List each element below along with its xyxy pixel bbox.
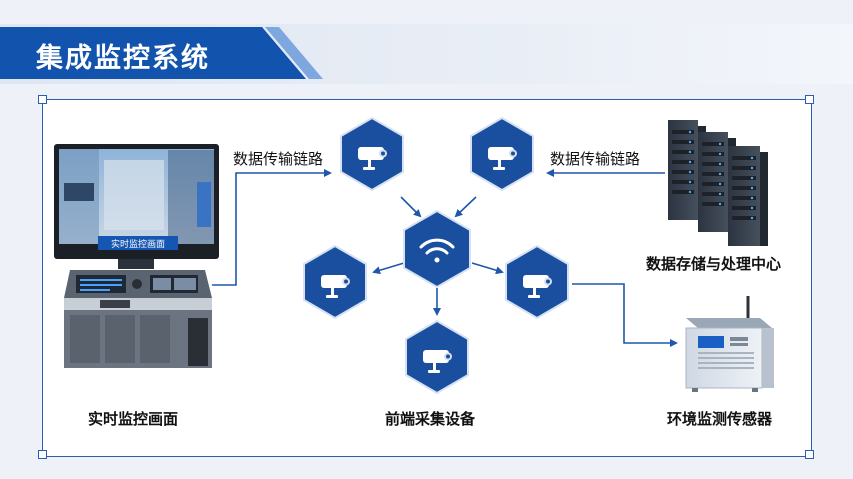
page-title: 集成监控系统 <box>36 43 210 74</box>
storage-center-label: 数据存储与处理中心 <box>646 255 782 273</box>
front-end-label: 前端采集设备 <box>385 410 476 428</box>
frame-corner <box>805 95 814 104</box>
server-rack-icon <box>668 120 768 246</box>
camera-node <box>470 116 534 192</box>
monitor-screen-banner <box>98 236 178 250</box>
frame-corner <box>38 450 47 459</box>
link-console-to-camera <box>212 169 332 286</box>
camera-node <box>340 116 404 192</box>
link-camera-to-sensor <box>572 283 678 347</box>
frame-corner <box>38 95 47 104</box>
monitoring-console-icon: 实时监控画面 <box>54 144 219 368</box>
monitor-screen-text: 实时监控画面 <box>111 238 165 250</box>
title-banner <box>0 27 306 79</box>
connector-lines <box>212 169 678 347</box>
monitoring-label: 实时监控画面 <box>88 410 179 428</box>
arrow-cam1-to-hub <box>400 196 422 218</box>
wifi-hub-node <box>403 209 471 289</box>
camera-node <box>303 244 367 320</box>
camera-node <box>405 319 469 395</box>
arrow-hub-to-cam3 <box>372 262 405 275</box>
camera-node <box>505 244 569 320</box>
wifi-icon <box>419 238 455 263</box>
link-label-right: 数据传输链路 <box>550 150 641 168</box>
arrow-hub-to-cam4 <box>471 262 504 275</box>
link-label-left: 数据传输链路 <box>233 150 324 168</box>
frame-corner <box>805 450 814 459</box>
sensor-box-icon <box>685 296 774 392</box>
sensor-label: 环境监测传感器 <box>667 410 773 428</box>
arrow-cam2-to-hub <box>454 196 477 218</box>
